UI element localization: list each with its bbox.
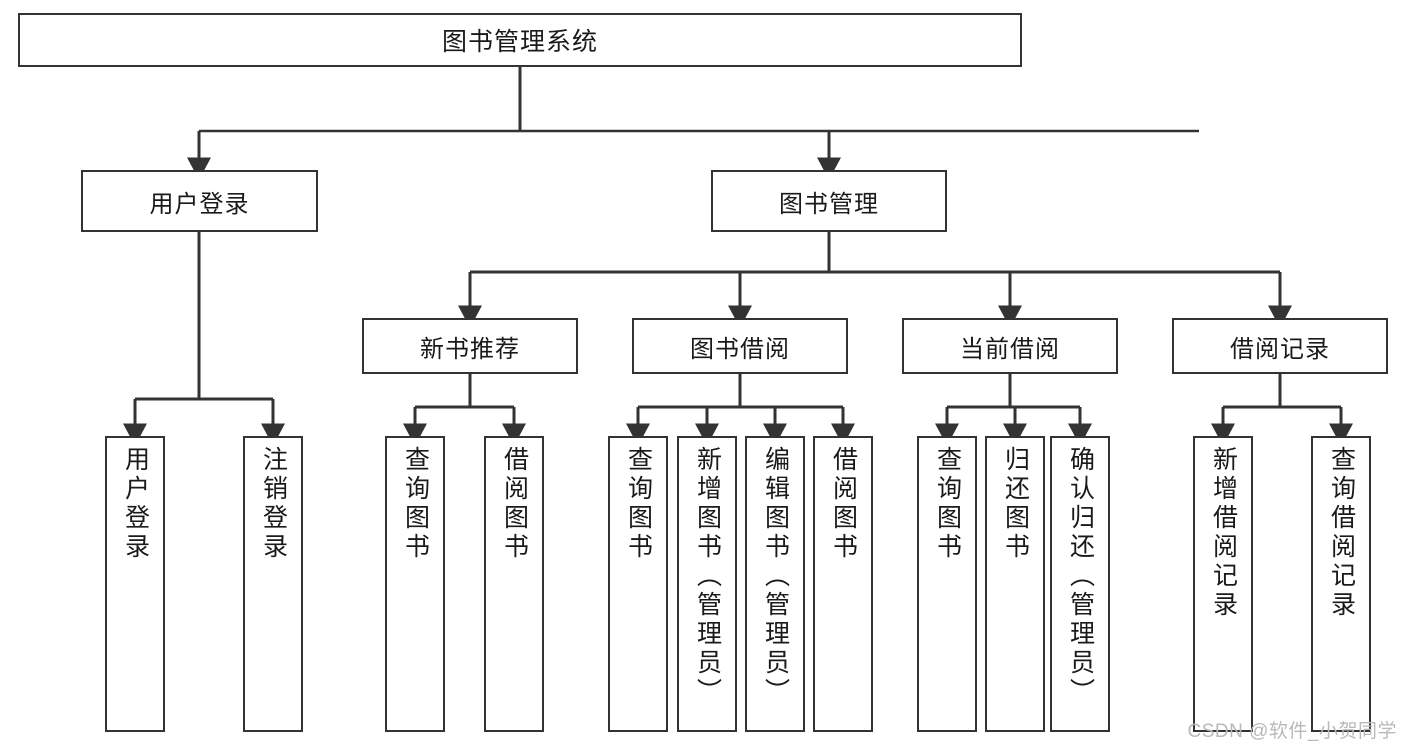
node-label: 借阅图书 (500, 446, 529, 562)
node-label: 确认归还（管理员） (1066, 446, 1095, 707)
node-label: 查询图书 (933, 446, 962, 562)
leaf-add-borrow-record[interactable]: 新增借阅记录 (1193, 436, 1253, 732)
node-label: 注销登录 (259, 446, 288, 562)
leaf-add-book-admin[interactable]: 新增图书（管理员） (677, 436, 737, 732)
leaf-current-query-books[interactable]: 查询图书 (917, 436, 977, 732)
leaf-return-book[interactable]: 归还图书 (985, 436, 1045, 732)
node-current-borrow[interactable]: 当前借阅 (902, 318, 1118, 374)
node-label: 图书管理 (779, 190, 879, 218)
leaf-borrow-query-books[interactable]: 查询图书 (608, 436, 668, 732)
leaf-query-borrow-record[interactable]: 查询借阅记录 (1311, 436, 1371, 732)
node-label: 归还图书 (1001, 446, 1030, 562)
node-root-system[interactable]: 图书管理系统 (18, 13, 1022, 67)
leaf-new-borrow-books[interactable]: 借阅图书 (484, 436, 544, 732)
node-new-book-recommend[interactable]: 新书推荐 (362, 318, 578, 374)
node-label: 用户登录 (149, 190, 250, 218)
node-label: 查询图书 (624, 446, 653, 562)
node-user-login[interactable]: 用户登录 (81, 170, 318, 232)
csdn-watermark: CSDN @软件_小贺同学 (1187, 721, 1397, 742)
node-label: 用户登录 (121, 446, 150, 562)
node-label: 新增借阅记录 (1209, 446, 1238, 620)
node-label: 图书管理系统 (441, 28, 598, 56)
node-label: 借阅图书 (829, 446, 858, 562)
node-label: 当前借阅 (960, 335, 1060, 363)
node-label: 借阅记录 (1230, 335, 1330, 363)
leaf-user-login[interactable]: 用户登录 (105, 436, 165, 732)
node-label: 新书推荐 (420, 335, 520, 363)
leaf-edit-book-admin[interactable]: 编辑图书（管理员） (745, 436, 805, 732)
node-book-management[interactable]: 图书管理 (711, 170, 947, 232)
node-borrow-records[interactable]: 借阅记录 (1172, 318, 1388, 374)
leaf-borrow-book[interactable]: 借阅图书 (813, 436, 873, 732)
leaf-new-query-books[interactable]: 查询图书 (385, 436, 445, 732)
node-label: 查询借阅记录 (1327, 446, 1356, 620)
leaf-confirm-return-admin[interactable]: 确认归还（管理员） (1050, 436, 1110, 732)
node-label: 编辑图书（管理员） (761, 446, 790, 707)
node-label: 查询图书 (401, 446, 430, 562)
node-label: 图书借阅 (690, 335, 790, 363)
node-label: 新增图书（管理员） (693, 446, 722, 707)
node-book-borrow[interactable]: 图书借阅 (632, 318, 848, 374)
leaf-logout[interactable]: 注销登录 (243, 436, 303, 732)
